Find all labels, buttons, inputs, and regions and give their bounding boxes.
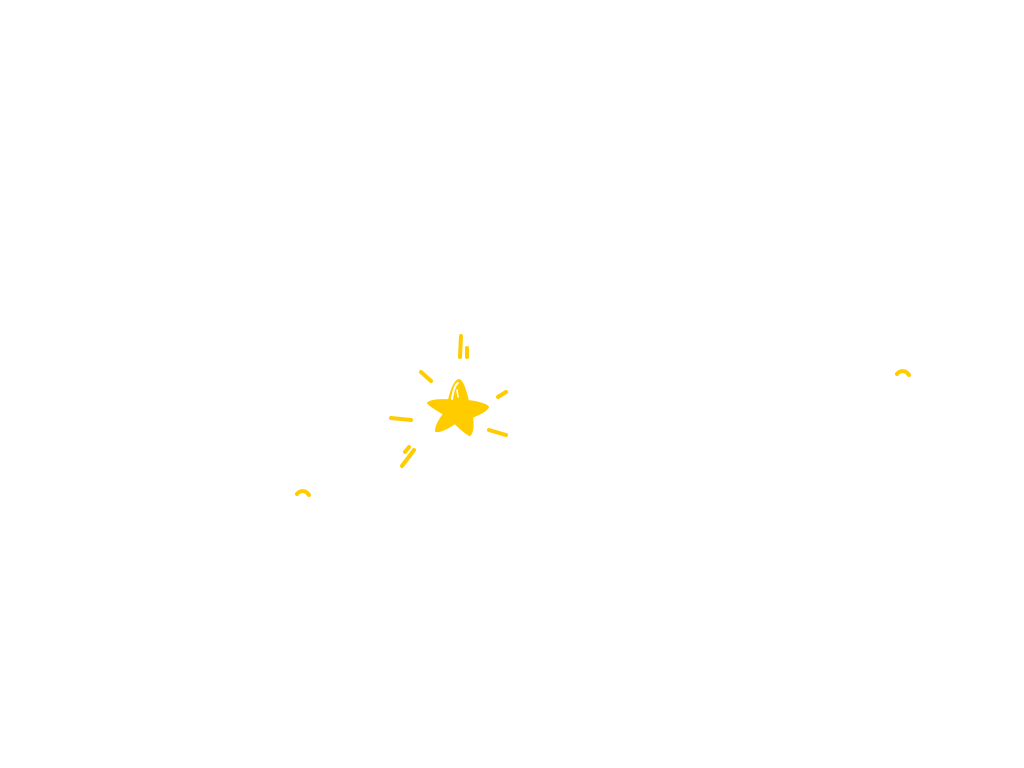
star-highlight-inner bbox=[456, 389, 459, 398]
star-highlight bbox=[451, 382, 459, 400]
sparkle-rays bbox=[389, 334, 508, 468]
sparkle-star-icon[interactable] bbox=[389, 334, 508, 468]
ray-lower-left-b bbox=[400, 448, 416, 468]
ray-top-left bbox=[458, 334, 463, 359]
ray-upper-right bbox=[496, 390, 508, 399]
star-body bbox=[427, 379, 489, 436]
ray-upper-left bbox=[419, 370, 433, 383]
small-sparkle-icon[interactable] bbox=[895, 369, 911, 377]
ray-right bbox=[487, 428, 508, 437]
ray-left bbox=[389, 416, 413, 422]
small-sparkle-icon[interactable] bbox=[295, 489, 311, 497]
ray-lower-left-a bbox=[403, 445, 411, 454]
